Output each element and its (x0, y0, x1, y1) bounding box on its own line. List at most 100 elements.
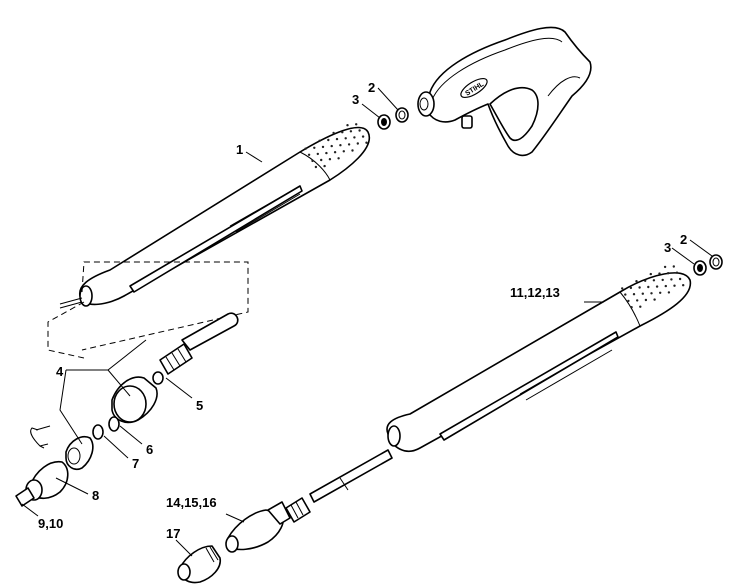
pipe-fitting (285, 497, 311, 523)
grip-dot (661, 278, 664, 282)
grip-dot (344, 137, 347, 140)
grip-dot (325, 151, 328, 155)
grip-dot (649, 272, 652, 276)
grip-dot (647, 285, 650, 289)
lance-1-grip-dots (304, 123, 368, 169)
grip-dot (328, 158, 332, 161)
callout-labels: 1 2 3 2 3 4 5 6 7 8 9,10 11,12,13 14,15,… (38, 80, 687, 541)
label-7: 7 (132, 456, 139, 471)
clip (30, 425, 51, 449)
grip-dot (641, 292, 644, 295)
grip-dot (339, 144, 342, 147)
grip-dot (682, 284, 685, 287)
o-ring-top (395, 107, 409, 123)
label-4: 4 (56, 364, 64, 379)
grip-dot (356, 142, 359, 145)
grip-dot (321, 145, 325, 149)
lance-2-grip-dots (621, 265, 685, 309)
label-9-10: 9,10 (38, 516, 63, 531)
grip-dot (659, 291, 662, 294)
washer-right (693, 260, 707, 276)
grip-dot (672, 265, 675, 268)
grip-dot (624, 293, 627, 296)
grip-dot (621, 287, 624, 290)
o-ring-7 (92, 424, 104, 440)
label-3-right: 3 (664, 240, 671, 255)
washer-top (377, 114, 391, 130)
grip-dot (678, 277, 682, 281)
label-2-top: 2 (368, 80, 375, 95)
dashed-connector (47, 261, 249, 359)
grip-dot (330, 144, 333, 148)
spray-gun-handle: STIHL (417, 26, 592, 157)
hose (181, 312, 239, 351)
grip-dot (675, 271, 679, 274)
grip-dot (320, 158, 323, 162)
grip-dot (638, 286, 641, 289)
grip-dot (314, 165, 318, 169)
spray-lance-11-12-13 (386, 272, 692, 452)
label-11-12-13: 11,12,13 (510, 285, 560, 300)
spray-lance-1 (59, 126, 371, 309)
o-ring-6 (108, 416, 120, 432)
grip-dot (346, 124, 349, 127)
grip-dot (644, 298, 648, 302)
grip-dot (673, 284, 676, 287)
grip-dot (629, 286, 633, 290)
label-3-top: 3 (352, 92, 359, 107)
grip-dot (351, 149, 354, 152)
grip-dot (342, 150, 345, 153)
grip-dot (670, 278, 673, 281)
grip-dot (323, 164, 326, 168)
grip-dot (358, 129, 361, 132)
grip-dot (311, 159, 314, 163)
extension-pipe (309, 449, 393, 503)
grip-dot (335, 137, 339, 141)
grip-dot (632, 293, 636, 296)
leader-lines (21, 87, 713, 557)
grip-dot (652, 279, 656, 282)
label-2-right: 2 (680, 232, 687, 247)
grip-dot (353, 136, 356, 139)
grip-dot (313, 146, 316, 149)
label-14-15-16: 14,15,16 (166, 495, 217, 510)
o-ring-5 (152, 371, 164, 385)
grip-dot (653, 298, 656, 301)
grip-dot (316, 152, 319, 156)
grip-dot (658, 272, 661, 275)
label-1: 1 (236, 142, 243, 157)
grip-dot (318, 139, 321, 142)
grip-dot (341, 131, 344, 134)
grip-dot (627, 299, 630, 303)
nozzle-9-10 (15, 487, 35, 507)
grip-dot (361, 135, 365, 138)
o-ring-right (709, 254, 723, 270)
label-8: 8 (92, 488, 99, 503)
nozzle-17 (177, 545, 222, 584)
grip-dot (332, 131, 335, 135)
grip-dot (664, 284, 667, 288)
grip-dot (333, 151, 337, 154)
grip-dot (639, 305, 642, 308)
grip-dot (655, 285, 659, 288)
grip-dot (667, 272, 670, 275)
grip-dot (337, 157, 340, 160)
grip-dot (304, 147, 307, 150)
hose-fitting (159, 343, 193, 375)
nozzle-cover-4 (111, 376, 158, 424)
grip-dot (355, 123, 358, 126)
grip-dot (365, 141, 368, 144)
grip-dot (327, 138, 330, 142)
label-6: 6 (146, 442, 153, 457)
grip-dot (650, 292, 653, 295)
grip-dot (663, 265, 667, 269)
grip-dot (667, 291, 671, 294)
grip-dot (635, 280, 638, 283)
label-5: 5 (196, 398, 203, 413)
grip-dot (636, 299, 639, 302)
label-17: 17 (166, 526, 180, 541)
grip-dot (347, 143, 351, 146)
grip-dot (630, 306, 633, 309)
grip-dot (644, 279, 647, 282)
